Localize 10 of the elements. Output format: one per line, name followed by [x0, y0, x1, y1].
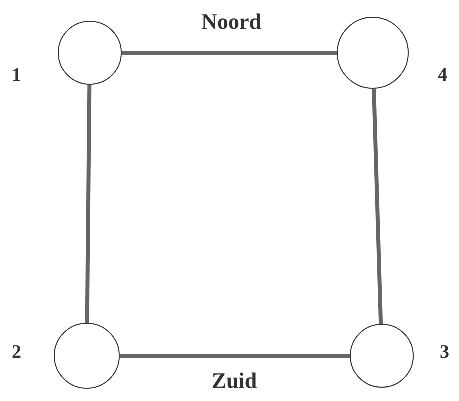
connector-line: [120, 354, 350, 358]
connector-line: [85, 84, 92, 324]
edge-label: Zuid: [212, 368, 258, 394]
node-number: 2: [12, 342, 22, 364]
edge-label: Noord: [202, 9, 262, 35]
node-number: 4: [438, 65, 448, 87]
node-number: 3: [440, 342, 450, 364]
connector-line: [122, 51, 337, 55]
node-number: 1: [12, 65, 22, 87]
connector-line: [372, 88, 384, 324]
